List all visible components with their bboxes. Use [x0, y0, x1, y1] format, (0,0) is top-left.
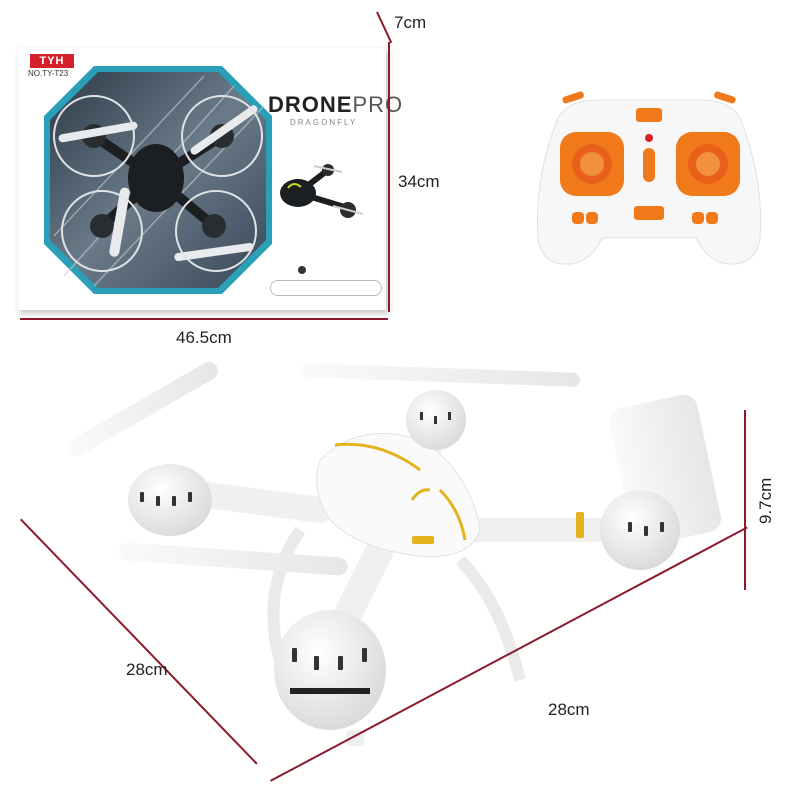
box-depth-label: 7cm: [394, 13, 427, 32]
drone-length-label: 28cm: [126, 660, 168, 679]
box-side-drone-image: [280, 164, 364, 218]
box-feature-icons-strip: [270, 280, 382, 296]
box-height-label: 34cm: [398, 172, 440, 191]
drone-height-label: 9.7cm: [756, 477, 775, 524]
box-title-light: PRO: [352, 92, 404, 117]
brand-logo: TYH: [30, 54, 74, 68]
box-depth-line: [376, 11, 393, 44]
box-title: DRONEPRO: [268, 92, 403, 118]
box-subtitle: DRAGONFLY: [290, 118, 358, 127]
box-small-logo: [298, 266, 306, 274]
model-number: NO.TY-T23: [28, 69, 69, 78]
white-drone-image: [68, 362, 721, 746]
box-window-image: [44, 66, 272, 294]
product-box: TYH NO.TY-T23: [18, 48, 402, 310]
box-title-bold: DRONE: [268, 92, 353, 117]
box-width-label: 46.5cm: [176, 328, 232, 347]
box-width-line: [20, 318, 388, 320]
remote-controller-image: [536, 91, 762, 265]
drone-height-line: [744, 410, 746, 590]
box-right-edge-line: [388, 42, 390, 312]
drone-width-label: 28cm: [548, 700, 590, 719]
